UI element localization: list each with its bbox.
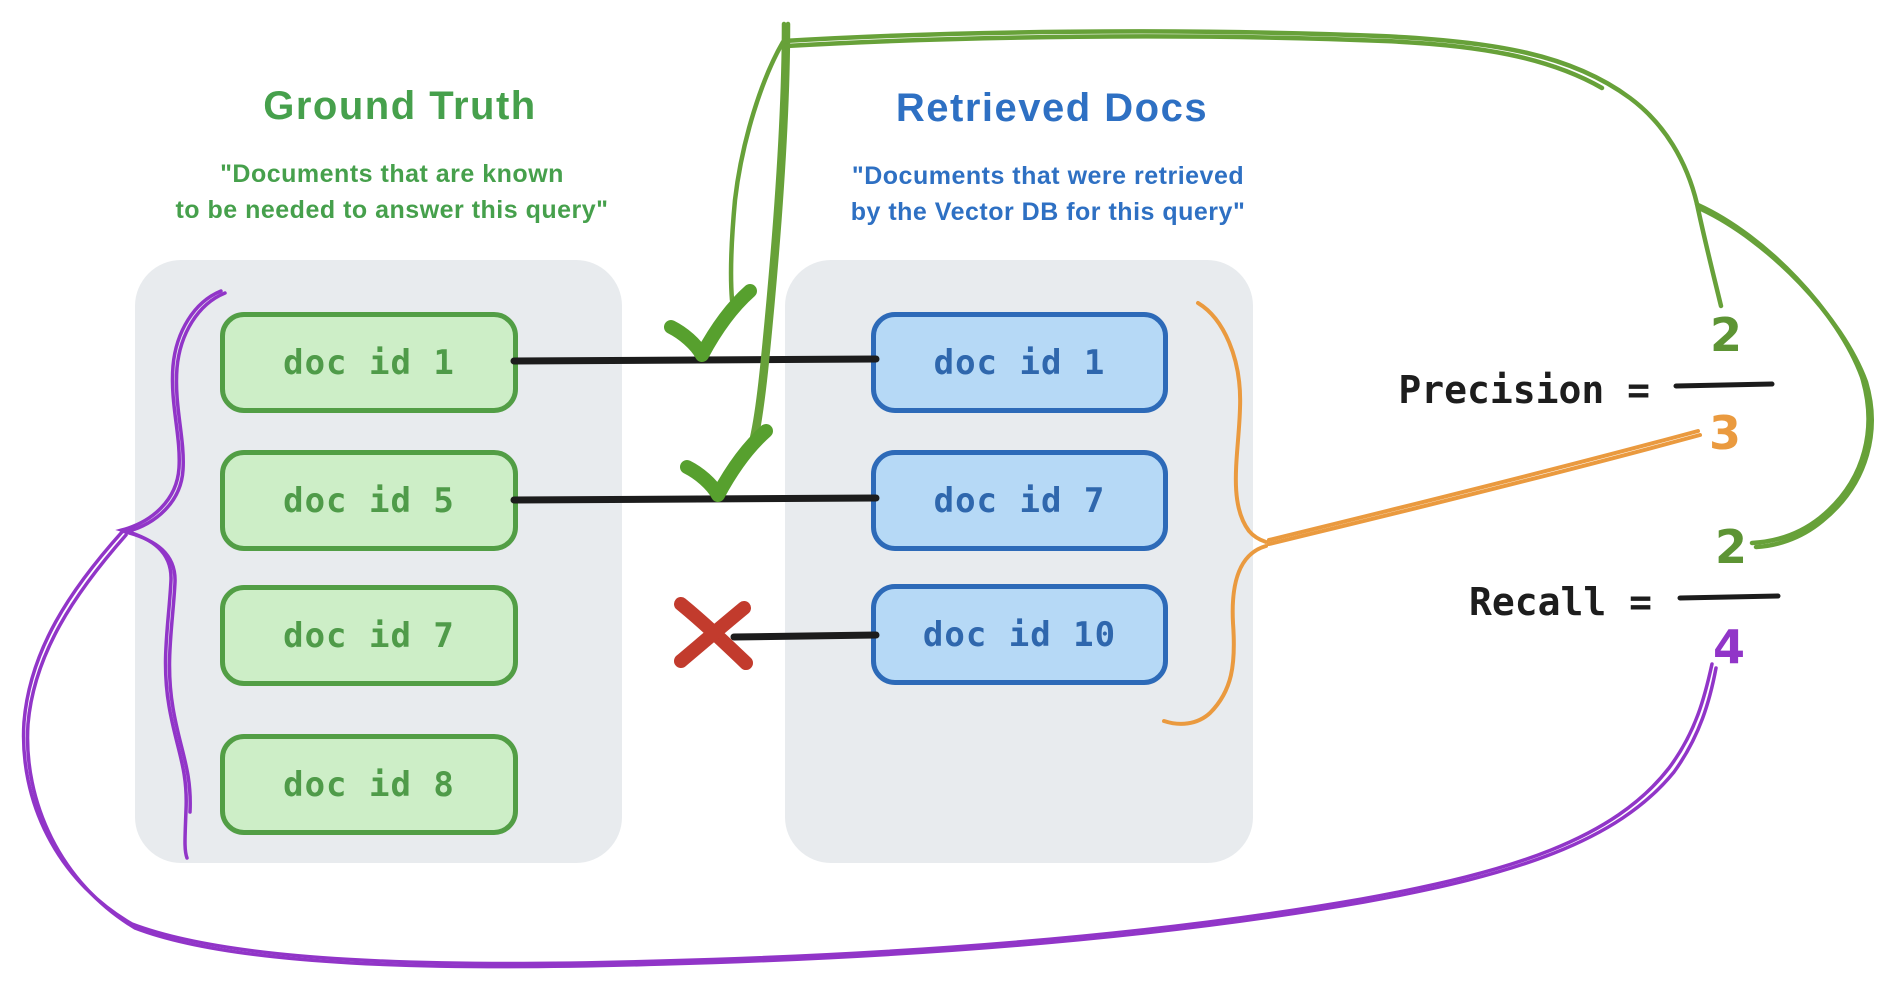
cross-stroke: [674, 597, 753, 670]
ground-truth-subtitle: "Documents that are known to be needed t…: [112, 156, 672, 228]
precision-fraction-bar: [1673, 381, 1775, 389]
green-curve-top-double: [783, 34, 1605, 91]
doc-label: doc id 7: [933, 480, 1106, 521]
doc-label: doc id 1: [933, 342, 1106, 383]
green-curve-to-check2-double: [753, 21, 791, 443]
recall-label: Recall =: [1468, 580, 1652, 624]
doc-label: doc id 10: [922, 614, 1117, 655]
recall-numerator: 2: [1714, 520, 1747, 574]
ground-truth-doc-box: doc id 8: [220, 734, 518, 835]
doc-label: doc id 1: [283, 342, 455, 383]
doc-label: doc id 7: [283, 615, 455, 656]
cross-stroke: [674, 601, 751, 668]
ground-truth-subtitle-line2: to be needed to answer this query": [175, 196, 609, 224]
precision-numerator: 2: [1709, 308, 1742, 362]
retrieved-docs-subtitle-line2: by the Vector DB for this query": [850, 198, 1246, 226]
doc-label: doc id 8: [283, 764, 455, 805]
retrieved-docs-subtitle-line1: "Documents that were retrieved: [851, 162, 1245, 190]
green-curve-to-recall-numerator: [1695, 202, 1871, 546]
orange-pointer-line-double: [1267, 433, 1702, 546]
checkmark-icon: [664, 284, 757, 362]
orange-pointer-line: [1267, 429, 1700, 542]
recall-denominator: 4: [1712, 620, 1745, 674]
ground-truth-doc-box: doc id 5: [220, 450, 518, 551]
ground-truth-doc-box: doc id 7: [220, 585, 518, 686]
green-curve-to-precision-numerator: [1694, 201, 1724, 309]
ground-truth-subtitle-line1: "Documents that are known: [220, 160, 564, 188]
precision-label: Precision =: [1398, 368, 1650, 412]
checkmark-icon: [680, 424, 773, 502]
ground-truth-title: Ground Truth: [263, 84, 537, 128]
retrieved-doc-box: doc id 1: [871, 312, 1168, 413]
retrieved-docs-title: Retrieved Docs: [895, 86, 1209, 130]
retrieved-doc-box: doc id 7: [871, 450, 1168, 551]
doc-label: doc id 5: [283, 480, 455, 521]
green-curve-to-check2: [749, 21, 787, 441]
cross-icon: [674, 597, 753, 670]
precision-denominator: 3: [1708, 406, 1741, 460]
retrieved-doc-box: doc id 10: [871, 584, 1168, 685]
ground-truth-doc-box: doc id 1: [220, 312, 518, 413]
retrieved-docs-subtitle: "Documents that were retrieved by the Ve…: [768, 158, 1328, 230]
green-curve-to-recall-numerator-double: [1698, 206, 1874, 550]
recall-fraction-bar: [1677, 593, 1781, 601]
